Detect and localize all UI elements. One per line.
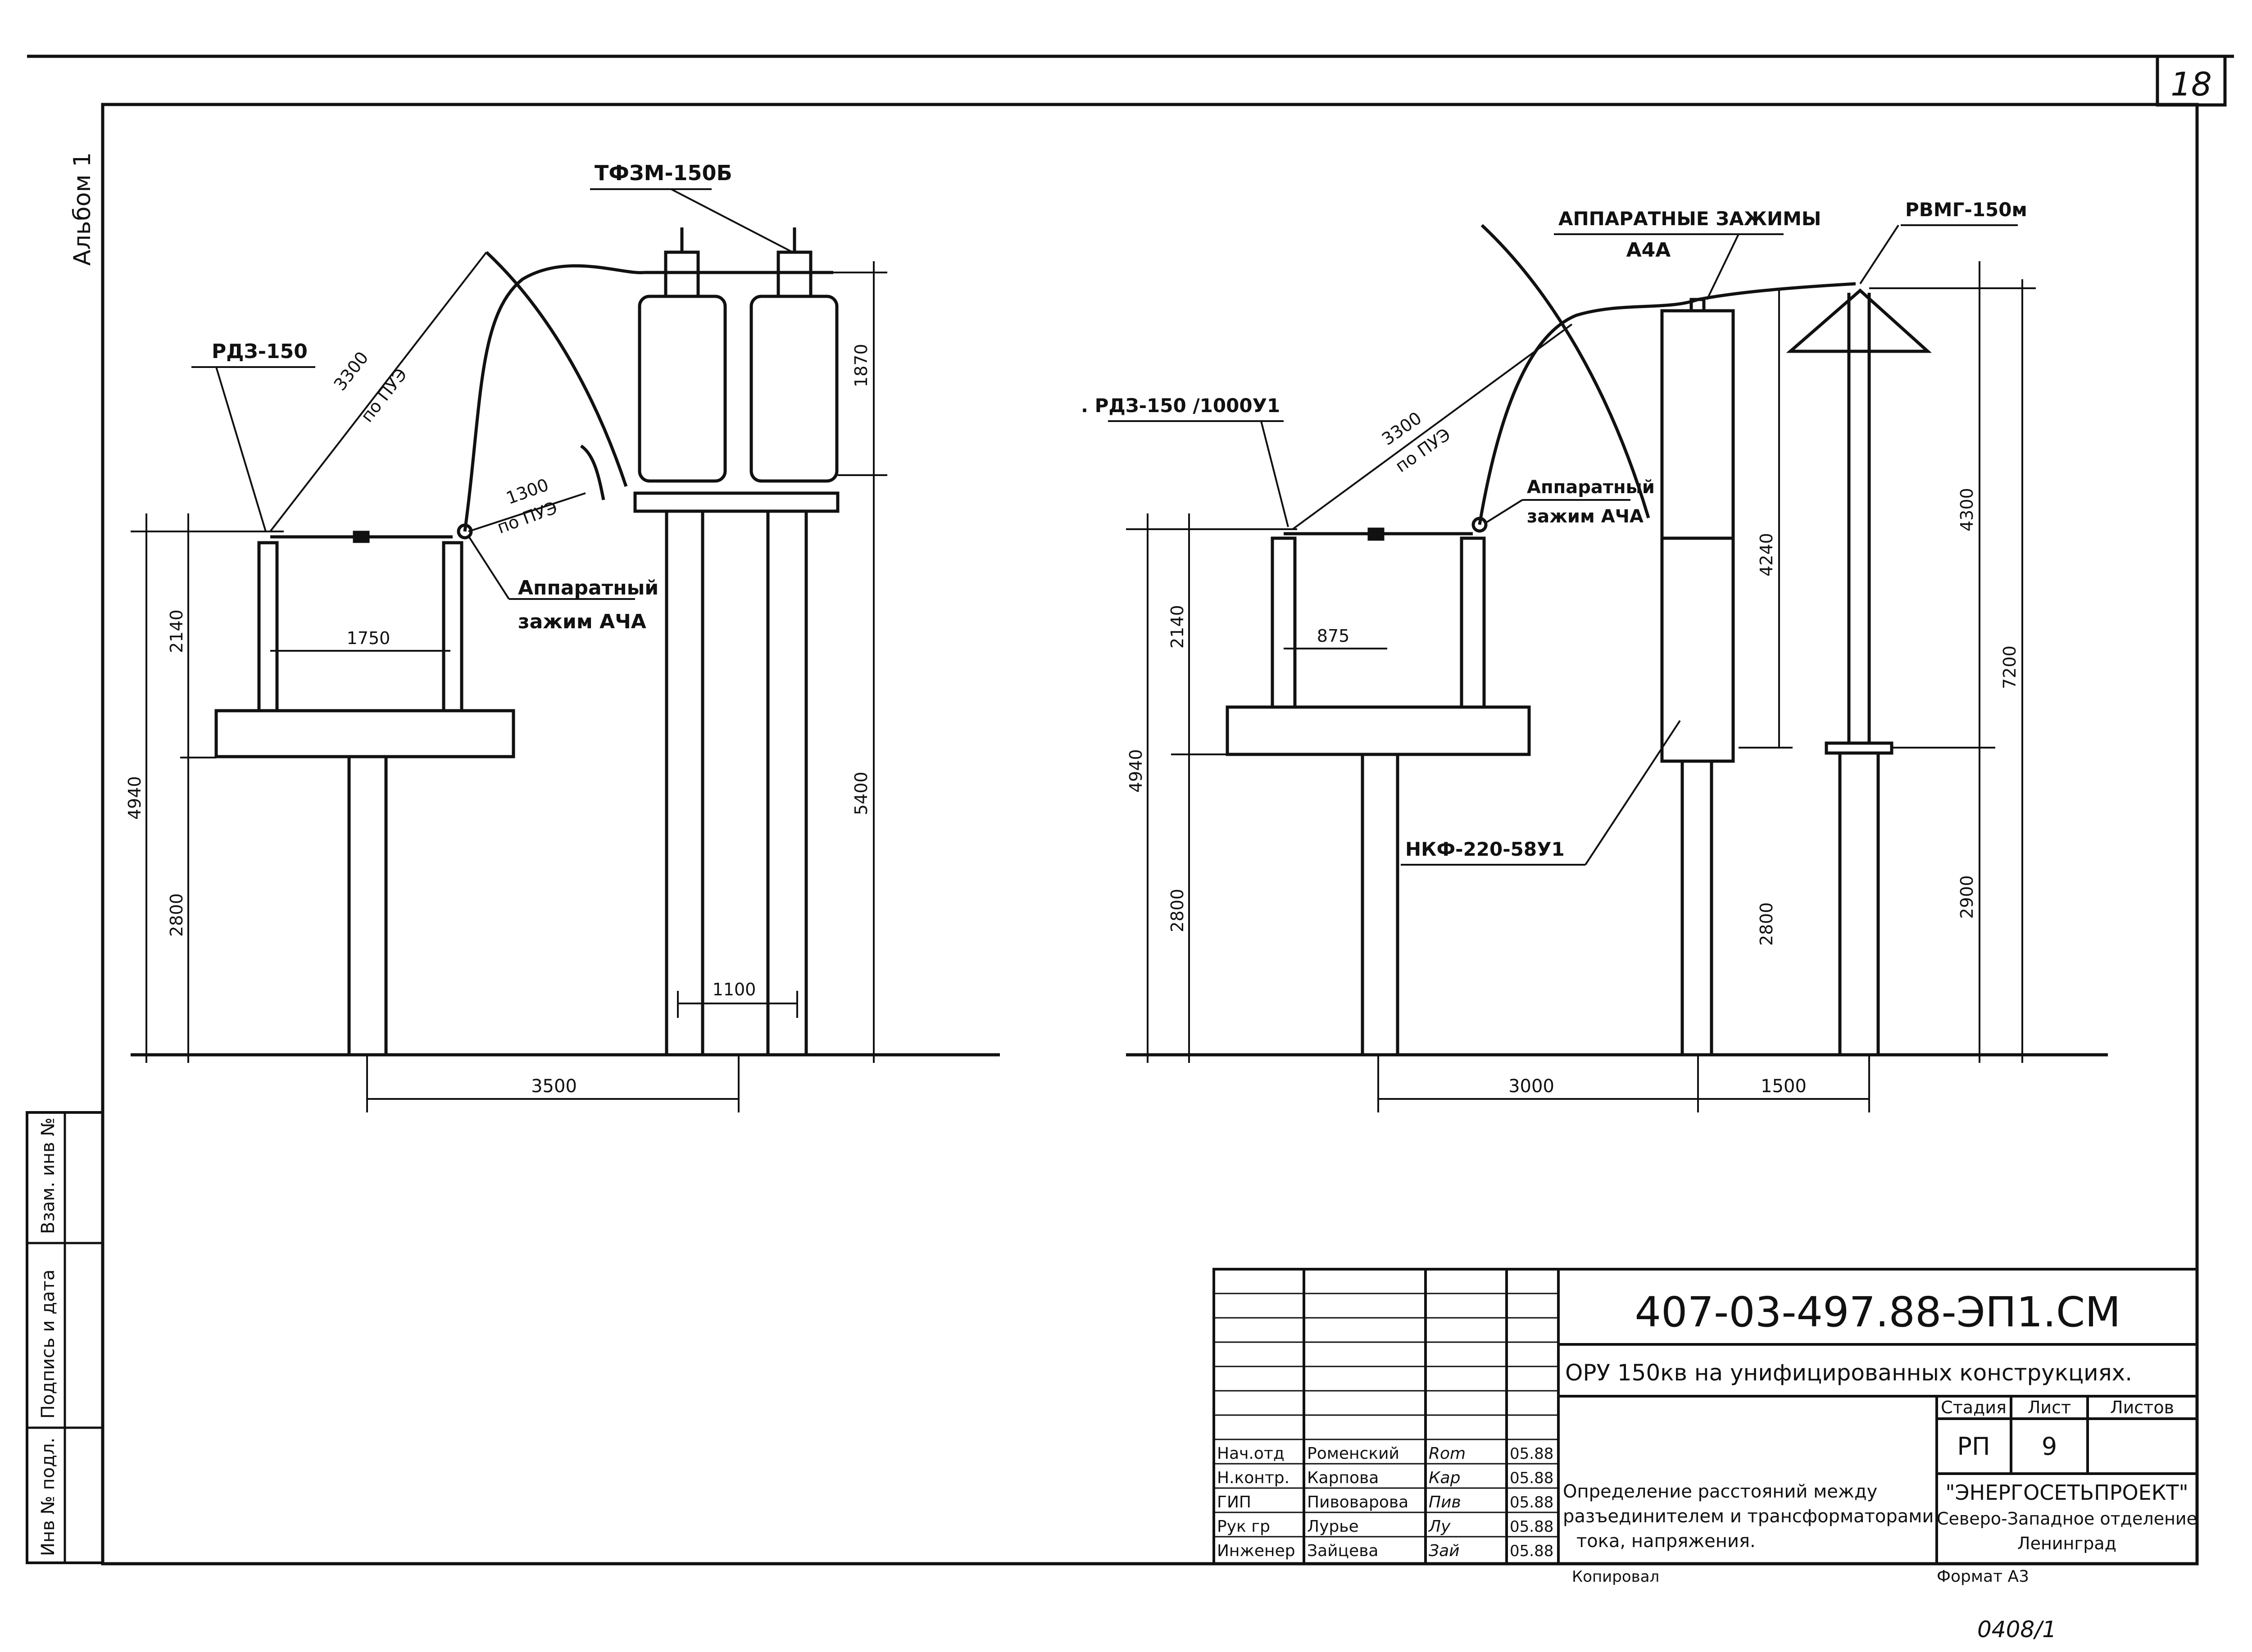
name-cell: Пивоварова xyxy=(1307,1493,1408,1511)
dim-3300: 3300 xyxy=(330,348,372,394)
right-structure xyxy=(1126,224,2108,1057)
stage-header: Стадия xyxy=(1941,1398,2007,1417)
dim-4240: 4240 xyxy=(1757,533,1776,576)
dim-1750: 1750 xyxy=(347,628,390,648)
sheet-frame xyxy=(27,54,2234,1566)
rdz-150-1000-label: . РДЗ-150 /1000У1 xyxy=(1081,395,1280,417)
signature-row: Инженер Зайцева Зай 05.88 xyxy=(1217,1542,1553,1560)
drawing-title-line2: разъединителем и трансформаторами xyxy=(1563,1506,1934,1527)
name-cell: Карпова xyxy=(1307,1469,1379,1487)
role-cell: Н.контр. xyxy=(1217,1469,1289,1487)
rdz-150-label: РДЗ-150 xyxy=(212,340,308,363)
drawing-title-line1: Определение расстояний между xyxy=(1563,1481,1877,1502)
inv-podl-label: Инв № подл. xyxy=(38,1438,59,1556)
role-cell: Рук гр xyxy=(1217,1517,1270,1536)
signature-cell: Лу xyxy=(1428,1517,1451,1536)
date-cell: 05.88 xyxy=(1510,1445,1553,1463)
signature-row: Н.контр. Карпова Кар 05.88 xyxy=(1217,1469,1553,1487)
right-view: . РДЗ-150 /1000У1 АППАРАТНЫЕ ЗАЖИМЫ А4А … xyxy=(1081,199,2108,1112)
role-cell: Нач.отд xyxy=(1217,1444,1285,1463)
dim-4940-right: 4940 xyxy=(1126,749,1146,793)
project-title: ОРУ 150кв на унифицированных конструкция… xyxy=(1565,1360,2132,1386)
podpis-data-label: Подпись и дата xyxy=(38,1270,59,1419)
dim-875: 875 xyxy=(1317,626,1350,646)
page-number: 18 xyxy=(2170,65,2212,103)
org-city: Ленинград xyxy=(2017,1534,2116,1553)
left-dimensions xyxy=(131,251,887,1112)
dim-3500: 3500 xyxy=(531,1076,577,1097)
tfzm-150b-label: ТФЗМ-150Б xyxy=(595,161,732,185)
left-view: РДЗ-150 ТФЗМ-150Б Аппаратный зажим АЧА 3… xyxy=(125,161,1000,1112)
name-cell: Роменский xyxy=(1307,1444,1399,1463)
org-name: "ЭНЕРГОСЕТЬПРОЕКТ" xyxy=(1945,1480,2188,1505)
nkf-220-label: НКФ-220-58У1 xyxy=(1405,838,1565,860)
clamps-a4a-line1: АППАРАТНЫЕ ЗАЖИМЫ xyxy=(1558,208,1821,230)
dim-2800: 2800 xyxy=(167,893,186,937)
signature-row: ГИП Пивоварова Пив 05.88 xyxy=(1217,1493,1553,1511)
dim-1870: 1870 xyxy=(851,344,871,387)
dim-1500: 1500 xyxy=(1761,1076,1807,1097)
signature-cell: Пив xyxy=(1429,1493,1461,1511)
dim-4940: 4940 xyxy=(125,776,145,820)
right-leaders xyxy=(1108,224,2018,866)
copied-label: Копировал xyxy=(1572,1568,1659,1586)
sheet-number-value: 9 xyxy=(2042,1432,2057,1461)
clamps-a4a-line2: А4А xyxy=(1626,239,1671,262)
date-cell: 05.88 xyxy=(1510,1542,1553,1560)
sheet-header: Лист xyxy=(2028,1398,2071,1417)
clamp-aca-label-line1: Аппаратный xyxy=(518,576,658,599)
dim-5400: 5400 xyxy=(851,772,871,815)
signature-cell: Кар xyxy=(1429,1469,1460,1487)
album-label: Альбом 1 xyxy=(69,152,96,266)
drawing-title-line3: тока, напряжения. xyxy=(1576,1531,1756,1552)
date-cell: 05.88 xyxy=(1510,1518,1553,1536)
clamp-aca-label-line2: зажим АЧА xyxy=(518,610,646,633)
signature-row: Рук гр Лурье Лу 05.88 xyxy=(1217,1517,1553,1536)
format-label: Формат А3 xyxy=(1937,1567,2029,1586)
clamp-aca-right-line2: зажим АЧА xyxy=(1527,506,1644,527)
dim-2800-nkf: 2800 xyxy=(1757,902,1776,946)
signature-cell: Rom xyxy=(1429,1444,1466,1463)
dim-2140: 2140 xyxy=(167,609,186,653)
name-cell: Зайцева xyxy=(1307,1542,1378,1560)
signature-cell: Зай xyxy=(1429,1542,1460,1560)
bottom-number: 0408/1 xyxy=(1977,1616,2057,1643)
dim-2900: 2900 xyxy=(1957,875,1977,919)
name-cell: Лурье xyxy=(1307,1517,1359,1536)
title-block: 407-03-497.88-ЭП1.СМ ОРУ 150кв на унифиц… xyxy=(1212,1268,2198,1643)
dim-1300-note: по ПУЭ xyxy=(495,498,560,538)
date-cell: 05.88 xyxy=(1510,1493,1553,1511)
right-dimensions xyxy=(1126,261,2036,1112)
left-structure xyxy=(131,227,1000,1057)
org-branch: Северо-Западное отделение xyxy=(1937,1509,2197,1529)
dim-1100: 1100 xyxy=(713,980,756,999)
role-cell: ГИП xyxy=(1217,1493,1251,1511)
rvmg-150m-label: РВМГ-150м xyxy=(1905,199,2027,221)
clamp-aca-right-line1: Аппаратный xyxy=(1527,477,1655,498)
sheets-header: Листов xyxy=(2110,1398,2174,1417)
margin-stamp: Взам. инв № Подпись и дата Инв № подл. xyxy=(26,1111,104,1564)
dim-3300-note: по ПУЭ xyxy=(357,364,411,426)
dim-7200: 7200 xyxy=(2000,645,2020,689)
stage-value: РП xyxy=(1957,1432,1990,1461)
vzam-inv-label: Взам. инв № xyxy=(38,1117,59,1234)
dim-2140-right: 2140 xyxy=(1167,605,1187,649)
role-cell: Инженер xyxy=(1217,1542,1295,1560)
left-leaders xyxy=(191,188,793,600)
dim-4300: 4300 xyxy=(1957,488,1977,531)
dim-3000: 3000 xyxy=(1508,1076,1554,1097)
date-cell: 05.88 xyxy=(1510,1469,1553,1487)
document-code: 407-03-497.88-ЭП1.СМ xyxy=(1635,1288,2121,1336)
signature-row: Нач.отд Роменский Rom 05.88 xyxy=(1217,1444,1553,1463)
dim-2800-right: 2800 xyxy=(1167,889,1187,932)
